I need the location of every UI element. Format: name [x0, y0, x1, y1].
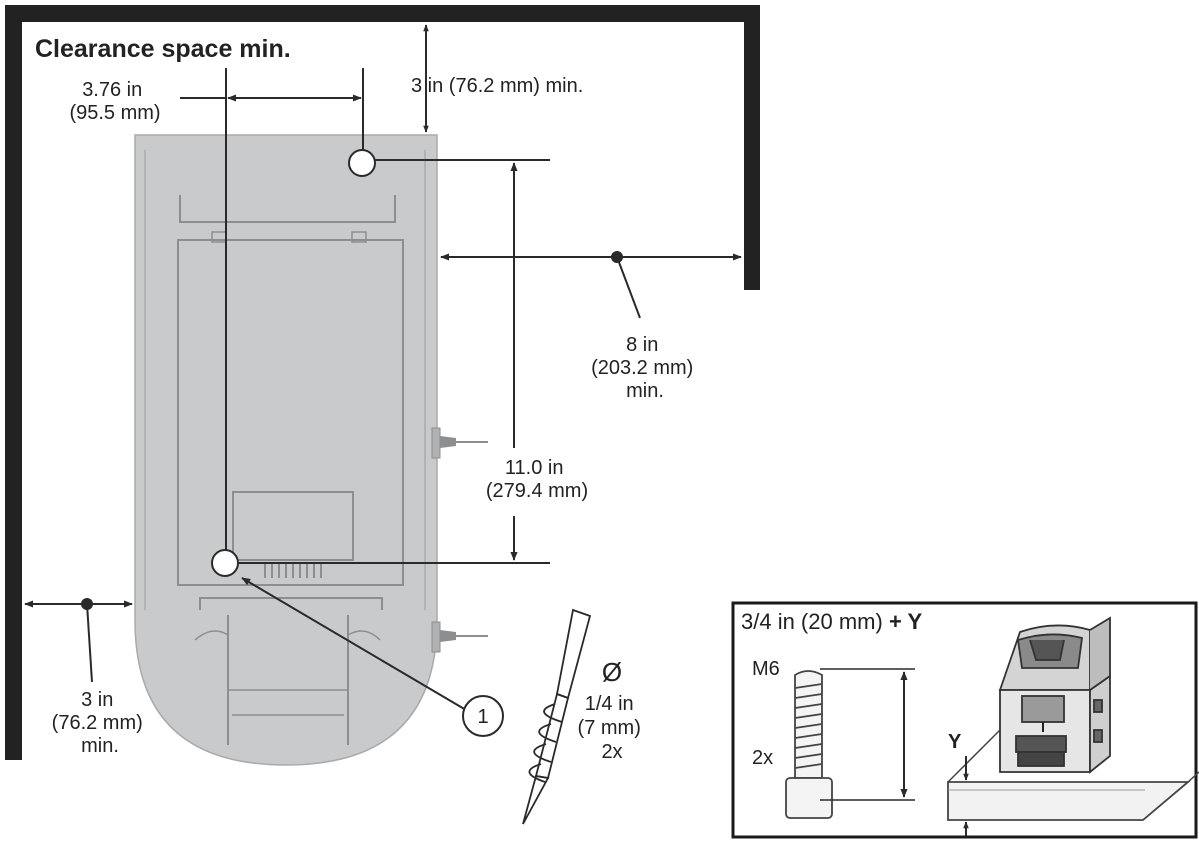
callout-circle [462, 695, 504, 737]
printer-icon [998, 616, 1111, 774]
printer-body [134, 134, 438, 766]
callout-leader [241, 577, 467, 711]
printer-vent [264, 562, 322, 578]
callout-number: 1 [477, 706, 488, 728]
page-title: Clearance space min. [35, 35, 291, 63]
bolt-label: M6 [752, 658, 780, 680]
printer-top-view [134, 134, 488, 766]
drill-bit-icon [522, 608, 592, 825]
right-clearance-label: 8 in (203.2 mm) min. [591, 334, 699, 402]
side-connector-icon [431, 621, 488, 653]
bolt-quantity: 2x [752, 747, 773, 769]
mounting-hardware-inset: 3/4 in (20 mm) + Y M6 2x Y [731, 601, 1199, 839]
drill-size-label: 1/4 in (7 mm) 2x [578, 693, 647, 763]
left-clearance-label: 3 in (76.2 mm) min. [52, 689, 149, 757]
inset-title: 3/4 in (20 mm) + Y [741, 609, 923, 634]
mounting-hole-bottom [211, 549, 239, 577]
plate-thickness-label: Y [948, 731, 962, 753]
mounting-hole-top [348, 149, 376, 177]
mounting-plate [947, 781, 1191, 821]
top-clearance-label: 3 in (76.2 mm) min. [411, 75, 583, 97]
side-connector-icon [431, 427, 488, 459]
bolt-icon [785, 670, 833, 819]
side-offset-label: 3.76 in (95.5 mm) [69, 79, 160, 124]
hole-spacing-label: 11.0 in (279.4 mm) [486, 457, 588, 502]
drill-diameter-symbol: Ø [602, 657, 622, 687]
